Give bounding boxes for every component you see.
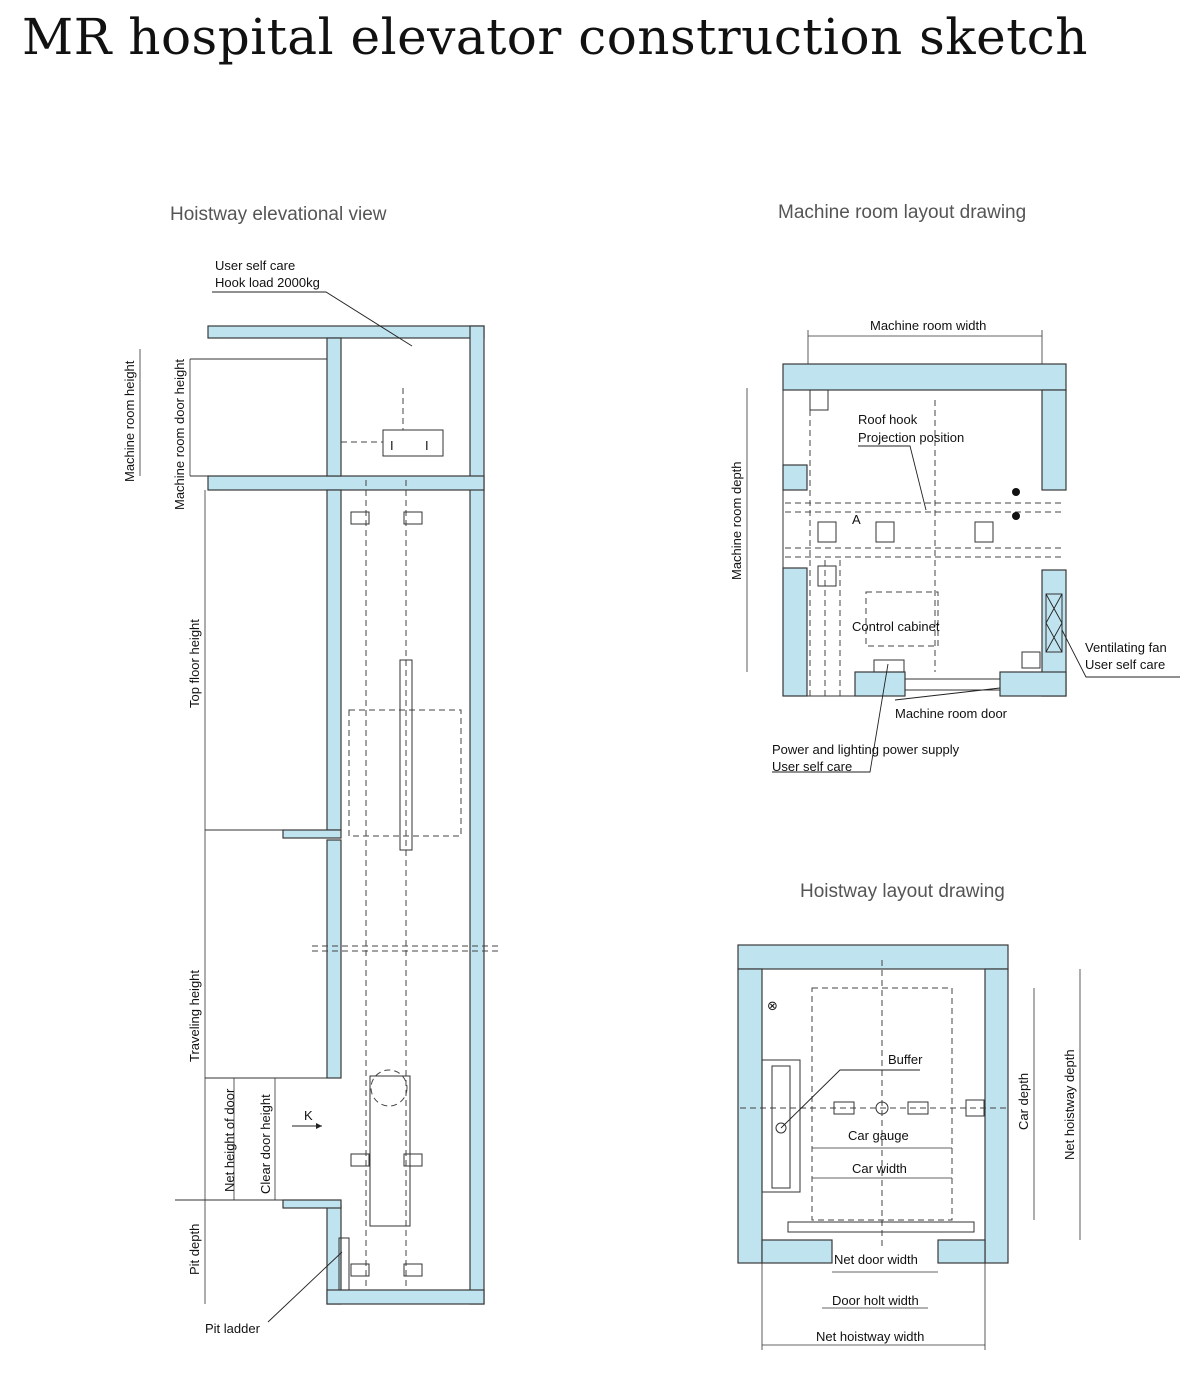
hl-bottom-wall-left [761,1239,833,1264]
machine-room-door-height-label: Machine room door height [172,359,187,510]
power-label-2: User self care [772,759,852,774]
door-holt-width-label: Door holt width [832,1293,919,1308]
counterweight-pulley [370,1069,408,1107]
car-gauge-label: Car gauge [848,1128,909,1143]
hoistway-elevation-title: Hoistway elevational view [170,204,387,225]
machine-room-left-post [326,337,342,477]
landing-slab-upper [282,829,342,839]
hook-label-1: User self care [215,258,295,273]
rail-right [907,1101,929,1115]
roof-hook-label-1: Roof hook [858,412,918,427]
light-symbol: ⊗ [767,998,778,1013]
mr-right-wall-upper [1041,389,1067,491]
hl-top-wall [737,944,1009,970]
mr-equipment-4 [817,565,837,587]
car-width-label: Car width [852,1161,907,1176]
page-title: MR hospital elevator construction sketch [22,8,1088,66]
top-floor-height-label: Top floor height [187,619,202,708]
power-box [873,659,905,673]
hook-label-2: Hook load 2000kg [215,275,320,290]
traveling-height-label: Traveling height [187,970,202,1062]
roof-hook-label-2: Projection position [858,430,964,445]
machine-room-title: Machine room layout drawing [778,202,1027,223]
mr-dot-1 [1012,488,1020,496]
control-cabinet-label: Control cabinet [852,619,940,634]
hl-bottom-wall-right [937,1239,986,1264]
shaft-left-wall-upper [326,489,342,831]
hoistway-layout: ⊗ Buffer Car gauge Car width Car depth N… [737,944,1081,1350]
machine-room-floor [207,475,485,491]
mr-equipment-2 [875,521,895,543]
hoistway-elevation: I I [122,258,498,1336]
mr-bottom-wall-right [999,671,1067,697]
beam-mark-2: I [425,438,429,453]
mr-bottom-wall-left [854,671,906,697]
beam-mark-1: I [390,438,394,453]
a-mark: A [852,512,861,527]
machine-room-roof [207,325,485,339]
mr-door-label: Machine room door [895,706,1008,721]
machine-room-height-label: Machine room height [122,360,137,482]
buffer-label: Buffer [888,1052,923,1067]
k-mark: K [304,1108,313,1123]
clear-door-height-label: Clear door height [258,1094,273,1194]
landing-slab-lower [282,1199,342,1209]
hl-left-wall [737,968,763,1264]
shaft-left-wall-middle [326,839,342,1079]
mr-equipment-corner [809,389,829,411]
rail-brackets [350,511,423,1277]
buffer-circle [875,1101,889,1115]
cwt-center [775,1122,787,1134]
counterweight-block [761,1059,801,1193]
mr-top-wall [782,363,1067,391]
net-hoistway-depth-label: Net hoistway depth [1062,1049,1077,1160]
pit-depth-label: Pit depth [187,1224,202,1275]
mr-equipment-3 [974,521,994,543]
fan-label-2: User self care [1085,657,1165,672]
mr-switch-box [1021,651,1041,669]
rail-left [833,1101,855,1115]
car-lower [369,1075,411,1227]
mr-left-wall-upper [782,464,808,491]
control-cabinet-outline [865,591,939,647]
mr-left-wall-lower [782,567,808,697]
car-depth-label: Car depth [1016,1073,1031,1130]
mr-equipment-1 [817,521,837,543]
mr-depth-label: Machine room depth [729,461,744,580]
fan-label-1: Ventilating fan [1085,640,1167,655]
door-sill [787,1221,975,1233]
pit-ladder-shape [338,1237,350,1291]
shaft-right-wall [469,325,485,1305]
mr-width-label: Machine room width [870,318,986,333]
pit-ladder-label: Pit ladder [205,1321,261,1336]
hoistway-layout-title: Hoistway layout drawing [800,881,1005,902]
net-height-of-door-label: Net height of door [222,1088,237,1192]
hl-right-wall [984,968,1009,1264]
pit-floor [326,1289,485,1305]
hoist-beam [382,429,444,457]
right-bracket [965,1099,985,1117]
mr-dot-2 [1012,512,1020,520]
counterweight-rod [399,659,413,851]
power-label-1: Power and lighting power supply [772,742,960,757]
net-door-width-label: Net door width [834,1252,918,1267]
car-upper [348,709,462,837]
net-hoistway-width-label: Net hoistway width [816,1329,924,1344]
machine-room-layout: Machine room width Machine room depth Ro… [729,318,1180,774]
